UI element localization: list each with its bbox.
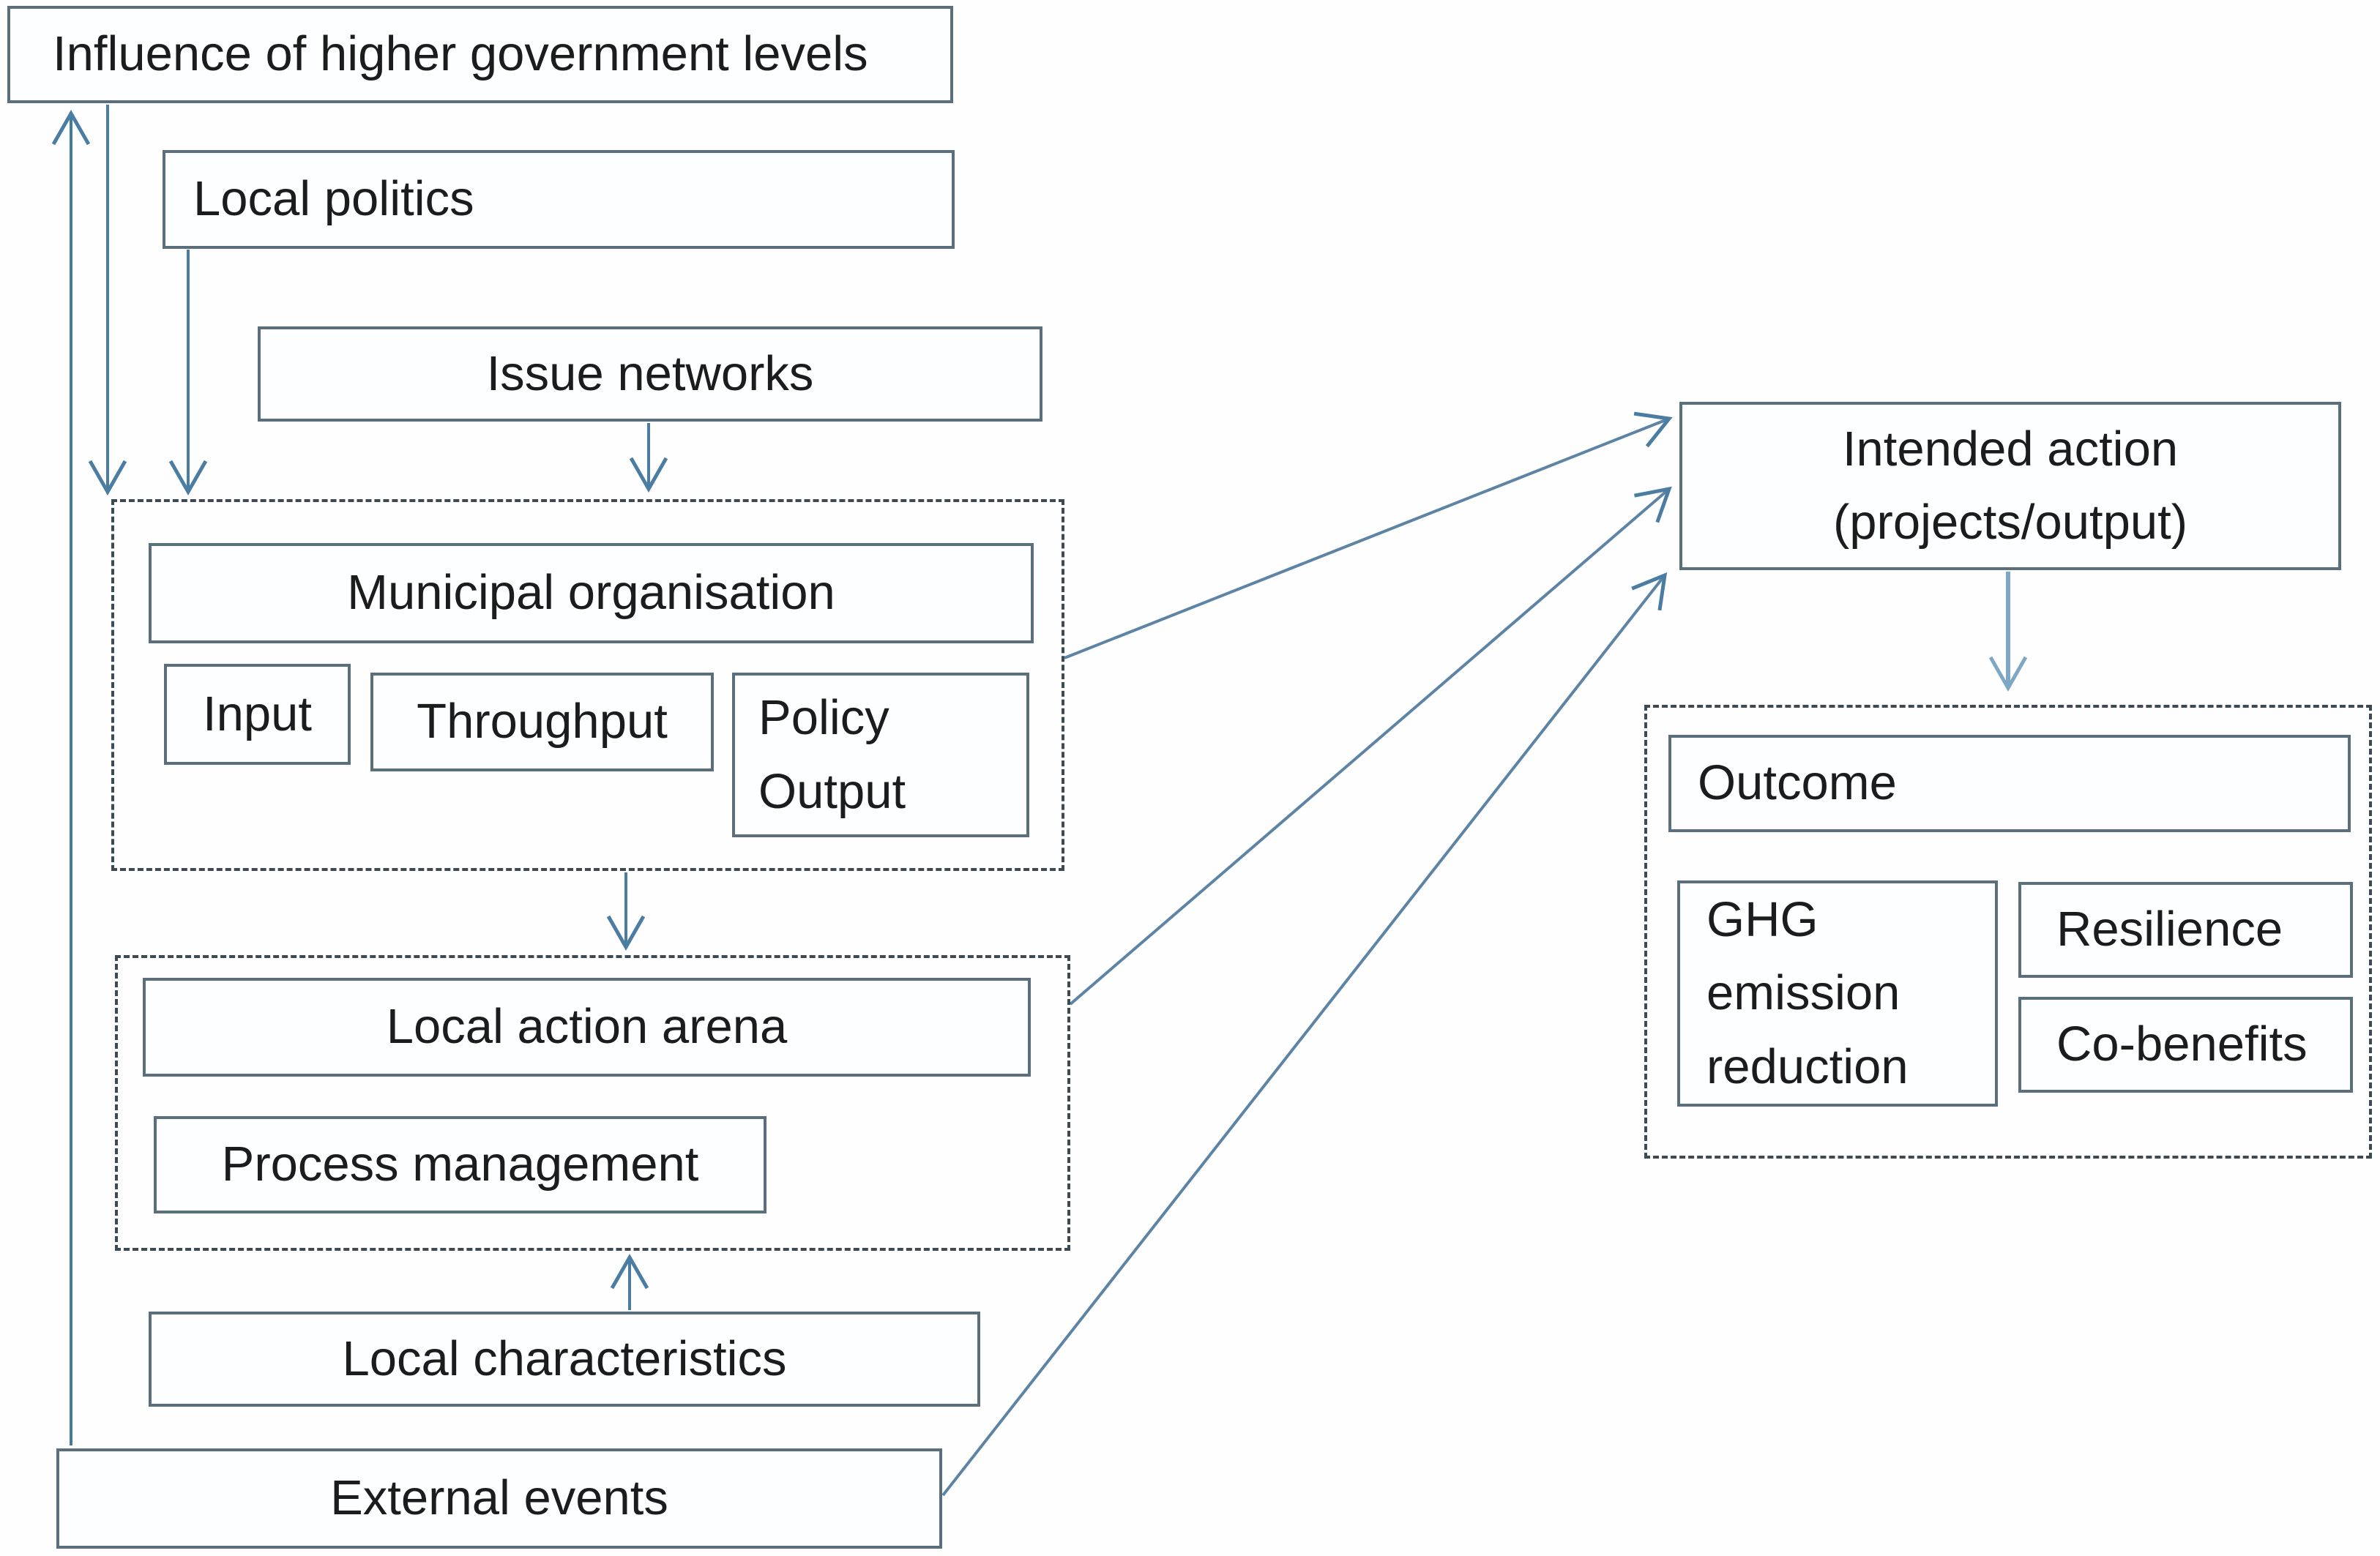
intended-action-label: Intended action (projects/output) — [1832, 421, 2188, 550]
input-box: Input — [164, 664, 351, 765]
resilience-box: Resilience — [2018, 882, 2353, 978]
throughput-box: Throughput — [370, 673, 714, 771]
policy-output-box: Policy Output — [732, 673, 1029, 837]
local-characteristics-label: Local characteristics — [342, 1331, 787, 1386]
process-management-label: Process management — [221, 1137, 699, 1192]
local-action-group-container — [115, 955, 1070, 1251]
local-characteristics-box: Local characteristics — [149, 1312, 980, 1407]
input-label: Input — [202, 686, 313, 741]
local-politics-box: Local politics — [163, 150, 955, 249]
issue-networks-label: Issue networks — [486, 345, 814, 401]
outcome-group-container — [1644, 705, 2372, 1159]
local-action-arena-label: Local action arena — [386, 999, 788, 1055]
municipal-group-container — [111, 499, 1064, 871]
co-benefits-label: Co-benefits — [2056, 1017, 2308, 1072]
throughput-label: Throughput — [417, 694, 668, 749]
ghg-emission-reduction-label: GHG emission reduction — [1706, 891, 1909, 1094]
ghg-emission-reduction-box: GHG emission reduction — [1677, 880, 1998, 1107]
process-management-box: Process management — [154, 1116, 766, 1213]
influence-label: Influence of higher government levels — [53, 26, 868, 82]
intended-action-box: Intended action (projects/output) — [1679, 402, 2341, 570]
issue-networks-box: Issue networks — [258, 326, 1042, 422]
external-events-box: External events — [56, 1448, 942, 1549]
resilience-label: Resilience — [2056, 902, 2283, 957]
policy-output-label: Policy Output — [758, 690, 906, 819]
local-action-arena-box: Local action arena — [143, 978, 1031, 1077]
external-events-label: External events — [330, 1470, 668, 1526]
co-benefits-box: Co-benefits — [2018, 997, 2353, 1093]
municipal-organisation-label: Municipal organisation — [347, 565, 835, 621]
arrow-municipal-group-to-intended-action — [1064, 411, 1673, 659]
municipal-organisation-box: Municipal organisation — [149, 543, 1034, 643]
arrow-external-events-to-intended-action — [941, 572, 1668, 1497]
outcome-label: Outcome — [1698, 755, 1897, 811]
outcome-box: Outcome — [1668, 735, 2351, 832]
influence-box: Influence of higher government levels — [7, 6, 953, 103]
local-politics-label: Local politics — [193, 171, 474, 227]
arrow-local-action-group-to-intended-action — [1069, 486, 1672, 1006]
